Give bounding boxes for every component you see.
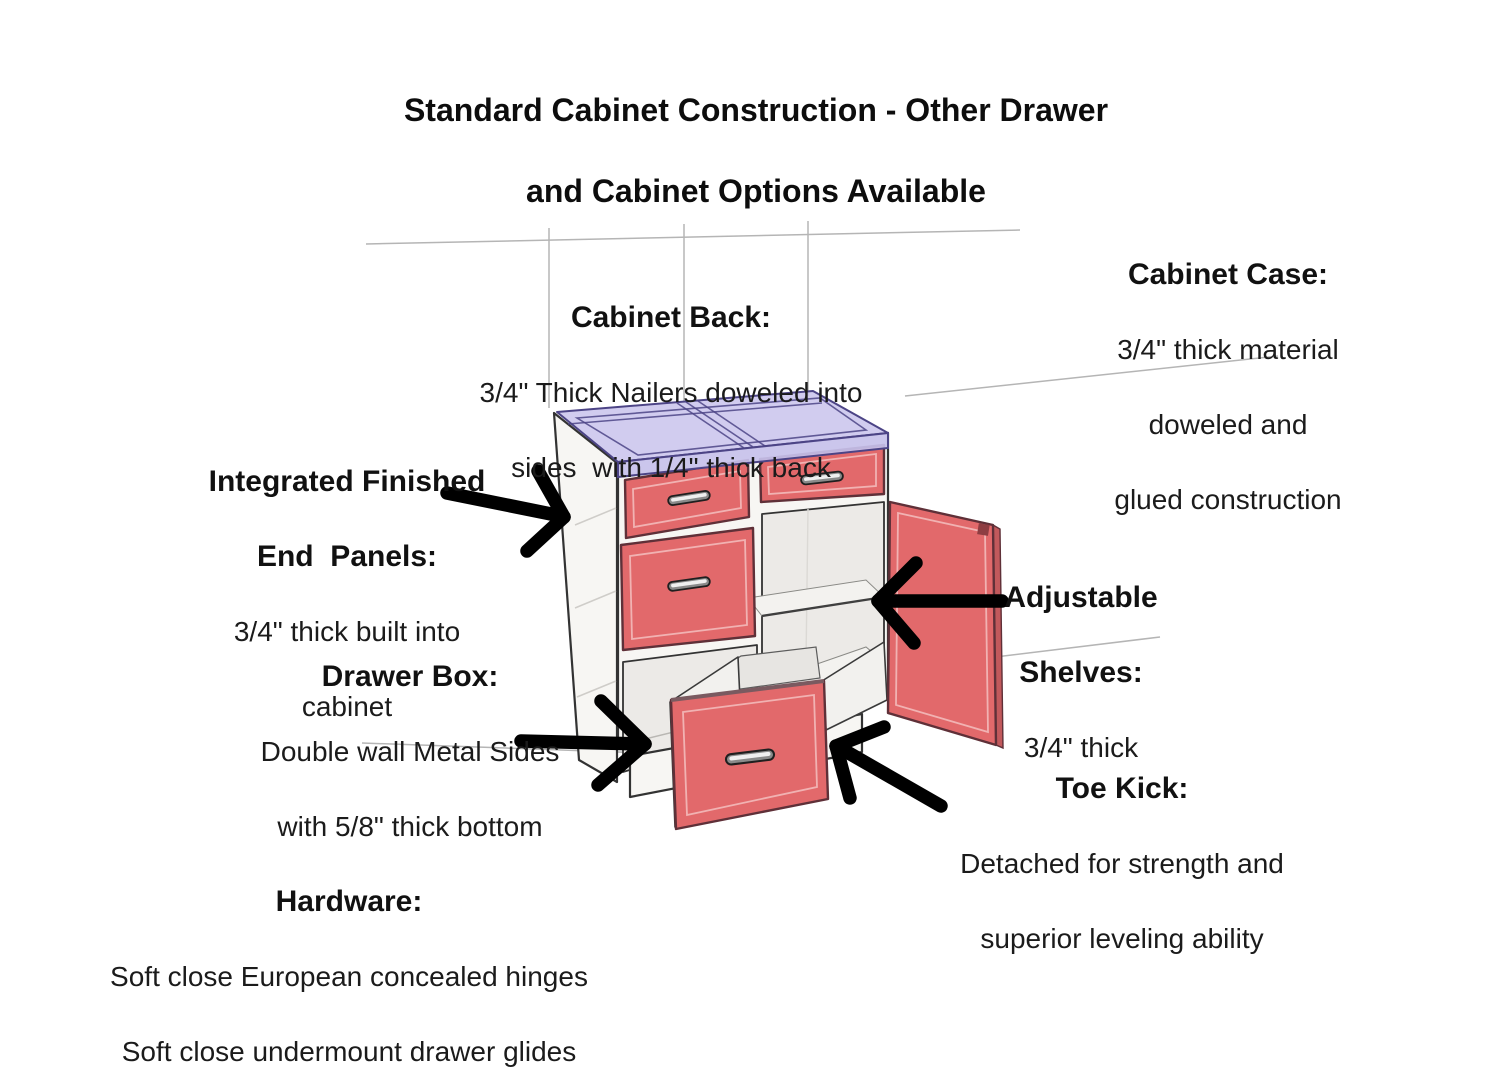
label-line: Soft close undermount drawer glides — [121, 1036, 577, 1067]
label-line: cabinet — [301, 691, 393, 722]
label-line: superior leveling ability — [980, 923, 1264, 954]
label-line: doweled and — [1148, 409, 1308, 440]
label-line: Detached for strength and — [960, 848, 1284, 879]
label-heading: Cabinet Case: — [1127, 258, 1329, 291]
label-line: Double wall Metal Sides — [260, 736, 560, 767]
label-heading: Shelves: — [1019, 656, 1143, 689]
end-panels-arrow — [440, 464, 571, 558]
label-heading: End Panels: — [256, 540, 438, 573]
drawer-box-arrow — [514, 694, 652, 792]
label-hardware: Hardware: Soft close European concealed … — [110, 846, 588, 1080]
label-heading: Hardware: — [275, 885, 423, 918]
title-line-2: and Cabinet Options Available — [526, 173, 986, 209]
middle-drawer — [619, 526, 757, 652]
door-hinge-icon — [977, 523, 990, 536]
label-cabinet-case: Cabinet Case: 3/4" thick material dowele… — [1114, 219, 1341, 555]
shelves-arrow — [871, 556, 1009, 650]
label-heading: Integrated Finished — [208, 465, 486, 498]
label-cabinet-back: Cabinet Back: 3/4" Thick Nailers doweled… — [480, 262, 863, 523]
label-end-panels: Integrated Finished End Panels: 3/4" thi… — [209, 426, 486, 762]
label-line: 3/4" thick — [1023, 732, 1139, 763]
label-drawer-box: Drawer Box: Double wall Metal Sides with… — [261, 621, 560, 882]
label-heading: Drawer Box: — [321, 660, 499, 693]
label-line: with 5/8" thick bottom — [277, 811, 543, 842]
label-heading: Cabinet Back: — [570, 301, 772, 334]
label-line: 3/4" thick built into — [233, 616, 461, 647]
label-adjustable-shelves: Adjustable Shelves: 3/4" thick — [1004, 542, 1157, 803]
toe-kick-arrow — [829, 720, 948, 813]
annotation-arrows — [440, 464, 1009, 813]
label-toe-kick: Toe Kick: Detached for strength and supe… — [960, 733, 1284, 994]
pulled-out-drawer — [669, 641, 888, 831]
left-end-panel — [552, 411, 619, 784]
label-line: sides with 1/4" thick back — [511, 452, 831, 483]
label-line: Soft close European concealed hinges — [110, 961, 588, 992]
label-heading: Toe Kick: — [1055, 772, 1189, 805]
label-line: glued construction — [1114, 484, 1342, 515]
label-line: 3/4" Thick Nailers doweled into — [479, 377, 863, 408]
cabinet-top-frame — [556, 390, 889, 479]
page-title: Standard Cabinet Construction - Other Dr… — [404, 52, 1108, 250]
label-line: 3/4" thick material — [1117, 334, 1339, 365]
label-heading: Adjustable — [1004, 581, 1158, 614]
title-line-1: Standard Cabinet Construction - Other Dr… — [403, 92, 1109, 128]
